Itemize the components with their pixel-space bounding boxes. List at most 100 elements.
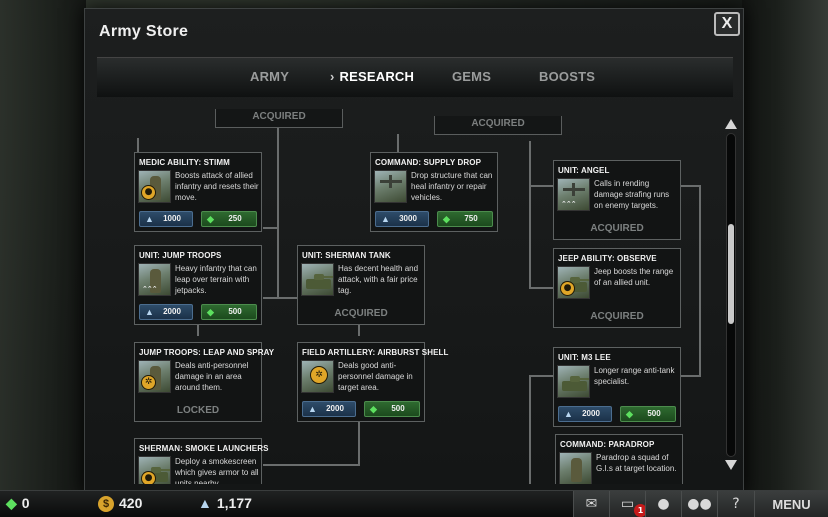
card-description: Deals good anti-personnel damage in targ… (338, 361, 413, 392)
gem-cost-button[interactable]: ◆500 (620, 406, 676, 422)
gem-cost-button[interactable]: ◆750 (437, 211, 493, 227)
research-card-sherman-tank[interactable]: UNIT: SHERMAN TANK Has decent health and… (297, 245, 425, 325)
smoke-launchers-thumbnail: ● (138, 456, 171, 484)
gem-cost-button[interactable]: ◆500 (364, 401, 420, 417)
help-button[interactable]: ? (717, 491, 754, 517)
connector-line (358, 414, 360, 464)
scrollbar-track[interactable] (726, 133, 736, 457)
card-description: Calls in rending damage strafing runs on… (594, 179, 670, 210)
card-title: UNIT: JUMP TROOPS (139, 251, 222, 260)
rank-icon: ⌃⌃⌃ (142, 285, 158, 293)
close-button[interactable]: X (714, 12, 740, 36)
gem-icon: ◆ (443, 214, 450, 224)
card-status: ACQUIRED (590, 311, 644, 322)
flask-icon: ▲ (308, 404, 317, 414)
card-title: UNIT: M3 LEE (558, 353, 611, 362)
gem-icon: ◆ (207, 214, 214, 224)
tab-research[interactable]: RESEARCH (330, 69, 414, 84)
connector-line (263, 227, 279, 229)
card-title: UNIT: ANGEL (558, 166, 610, 175)
mail-button[interactable]: ✉ (573, 491, 609, 517)
research-card-supply-drop[interactable]: COMMAND: SUPPLY DROP Drop structure that… (370, 152, 498, 232)
gem-cost-button[interactable]: ◆500 (201, 304, 257, 320)
connector-line (397, 134, 399, 154)
card-status: LOCKED (176, 405, 220, 416)
research-cost-button[interactable]: ▲1000 (139, 211, 193, 227)
notification-badge: 1 (634, 504, 647, 517)
connector-line (681, 375, 701, 377)
people-icon: ●● (687, 496, 712, 512)
sherman-thumbnail (301, 263, 334, 296)
connector-line (197, 324, 199, 336)
research-card-jump-troops[interactable]: UNIT: JUMP TROOPS ⌃⌃⌃ Heavy infantry tha… (134, 245, 262, 325)
research-card-stimm[interactable]: MEDIC ABILITY: STIMM ● Boosts attack of … (134, 152, 262, 232)
army-store-window: Army Store X ARMY RESEARCH GEMS BOOSTS A… (84, 8, 744, 492)
connector-line (681, 185, 701, 187)
friends-button[interactable]: ●● (681, 491, 717, 517)
card-description: Deploy a smokescreen which gives armor t… (175, 457, 259, 484)
scroll-up-arrow[interactable] (725, 119, 737, 129)
research-card-smoke-launchers[interactable]: SHERMAN: SMOKE LAUNCHERS ● Deploy a smok… (134, 438, 268, 484)
research-cost-button[interactable]: ▲2000 (558, 406, 612, 422)
help-icon: ? (732, 496, 740, 512)
card-status: ACQUIRED (334, 308, 388, 319)
research-cost-button[interactable]: ▲3000 (375, 211, 429, 227)
connector-line (529, 185, 555, 187)
angel-thumbnail: ⌃⌃⌃ (557, 178, 590, 211)
gem-cost-button[interactable]: ◆250 (201, 211, 257, 227)
connector-line (137, 138, 139, 152)
person-icon: ● (657, 496, 670, 512)
flask-icon: ▲ (198, 495, 212, 511)
connector-line (529, 375, 555, 377)
window-title: Army Store (99, 23, 189, 40)
card-title: SHERMAN: SMOKE LAUNCHERS (139, 444, 269, 453)
gem-icon: ◆ (370, 404, 377, 414)
paradrop-thumbnail (559, 452, 592, 484)
background-left (0, 0, 86, 490)
scrollbar-thumb[interactable] (728, 224, 734, 324)
chat-icon: ▭ (620, 496, 635, 512)
connector-line (529, 375, 531, 484)
messages-button[interactable]: ▭ 1 (609, 491, 647, 517)
research-cost-button[interactable]: ▲2000 (302, 401, 356, 417)
research-card-airburst-shell[interactable]: FIELD ARTILLERY: AIRBURST SHELL ✲ Deals … (297, 342, 448, 422)
flask-icon: ▲ (564, 409, 573, 419)
research-counter: ▲1,177 (198, 495, 252, 511)
coin-icon: $ (98, 496, 114, 512)
research-card-angel[interactable]: UNIT: ANGEL ⌃⌃⌃ Calls in rending damage … (553, 160, 681, 240)
ability-icon: ● (141, 471, 156, 484)
ability-icon: ● (560, 281, 575, 296)
research-cost-button[interactable]: ▲2000 (139, 304, 193, 320)
research-card-m3-lee[interactable]: UNIT: M3 LEE Longer range anti-tank spec… (553, 347, 681, 427)
bottom-bar: ◆0 $420 ▲1,177 ✉ ▭ 1 ● ●● ? MENU (0, 490, 828, 517)
acquired-stub-left: ACQUIRED (215, 109, 343, 128)
tab-gems[interactable]: GEMS (452, 69, 492, 84)
airburst-thumbnail: ✲ (301, 360, 334, 393)
research-card-observe[interactable]: JEEP ABILITY: OBSERVE ● Jeep boosts the … (553, 248, 681, 328)
scroll-down-arrow[interactable] (725, 460, 737, 470)
card-description: Jeep boosts the range of an allied unit. (594, 267, 674, 287)
menu-button[interactable]: MENU (754, 491, 828, 517)
card-title: COMMAND: SUPPLY DROP (375, 158, 482, 167)
connector-line (358, 324, 360, 336)
leap-spray-thumbnail: ✲ (138, 360, 171, 393)
gems-counter: ◆0 (6, 495, 30, 511)
ability-icon: ✲ (141, 375, 156, 390)
m3-lee-thumbnail (557, 365, 590, 398)
connector-line (529, 141, 531, 289)
gold-counter: $420 (98, 495, 142, 512)
tab-army[interactable]: ARMY (250, 69, 290, 84)
card-description: Heavy infantry that can leap over terrai… (175, 264, 257, 295)
card-description: Drop structure that can heal infantry or… (411, 171, 493, 202)
ability-icon: ✲ (310, 366, 328, 384)
tab-boosts[interactable]: BOOSTS (539, 69, 596, 84)
research-card-leap-and-spray[interactable]: JUMP TROOPS: LEAP AND SPRAY ✲ Deals anti… (134, 342, 274, 422)
tab-bar: ARMY RESEARCH GEMS BOOSTS (97, 57, 733, 97)
ability-icon: ● (141, 185, 156, 200)
gem-icon: ◆ (207, 307, 214, 317)
card-title: FIELD ARTILLERY: AIRBURST SHELL (302, 348, 449, 357)
profile-button[interactable]: ● (645, 491, 681, 517)
research-card-paradrop[interactable]: COMMAND: PARADROP Paradrop a squad of G.… (555, 434, 683, 484)
card-description: Deals anti-personnel damage in an area a… (175, 361, 249, 392)
flask-icon: ▲ (381, 214, 390, 224)
